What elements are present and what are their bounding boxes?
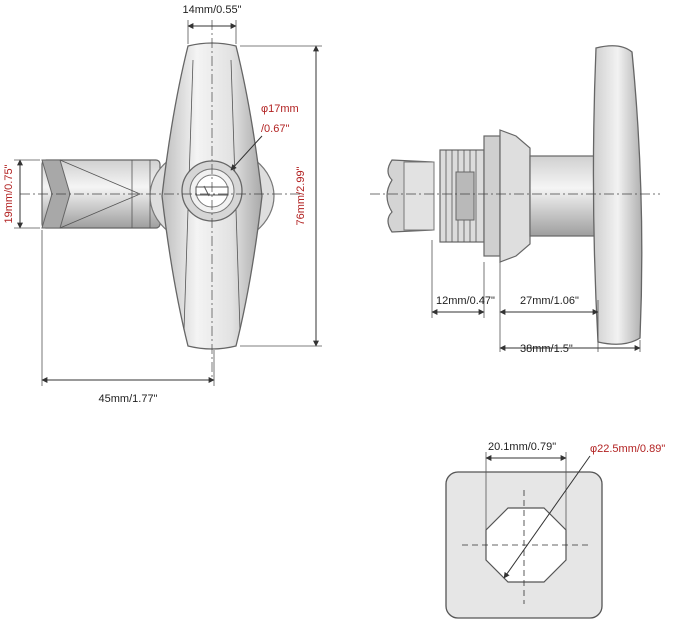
front-view: 14mm/0.55" φ17mm /0.67" 76mm/2.99" 19mm/… (3, 4, 322, 405)
washer (499, 129, 531, 263)
dim-thread-length: 12mm/0.47" (436, 295, 495, 307)
nut (483, 135, 501, 257)
cutout-view: 20.1mm/0.79" φ22.5mm/0.89" (445, 441, 665, 619)
dim-flat-width: 20.1mm/0.79" (488, 441, 556, 453)
side-view: 12mm/0.47" 27mm/1.06" 38mm/1.5" (370, 45, 660, 355)
dim-top-width: 14mm/0.55" (183, 4, 242, 16)
body-tube (529, 155, 597, 237)
dim-total-height: 76mm/2.99" (295, 166, 307, 225)
dim-cylinder-dia-inch: /0.67" (261, 123, 289, 135)
dim-hole-dia: φ22.5mm/0.89" (590, 443, 665, 455)
dim-body-length: 27mm/1.06" (520, 295, 579, 307)
threaded-barrel (439, 149, 485, 243)
dim-overall-length: 45mm/1.77" (99, 393, 158, 405)
knob (592, 45, 643, 345)
dim-shaft-height: 19mm/0.75" (3, 164, 15, 223)
dim-total-depth: 38mm/1.5" (520, 343, 573, 355)
dim-cylinder-dia: φ17mm (261, 103, 299, 115)
